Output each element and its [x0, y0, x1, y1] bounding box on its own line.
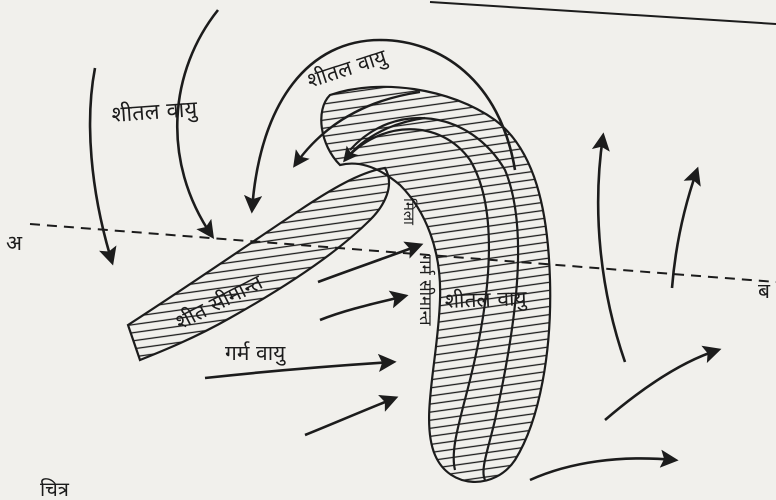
outflow-arrow-1 [598, 136, 625, 362]
outflow-arrow-4 [530, 458, 675, 480]
caption-fragment: चित्र [40, 477, 70, 500]
label-point-a: अ [6, 231, 23, 255]
label-occluded-front: मिला [400, 198, 418, 226]
outflow-arrow-3 [605, 350, 718, 420]
warm-air-arrow-2 [320, 296, 405, 320]
top-border-line [430, 2, 776, 24]
label-cold-air-left: शीतल वायु [111, 96, 200, 128]
label-cold-air-mass: शीतल वायु [444, 286, 528, 314]
cold-air-arrow-1 [90, 68, 112, 262]
outflow-arrow-2 [672, 170, 697, 288]
label-warm-air: गर्म वायु [225, 341, 286, 366]
label-point-b: ब [758, 279, 771, 303]
label-warm-front: गर्म सीमान्त [415, 255, 436, 326]
section-line-a-b [30, 224, 776, 282]
cold-front-band [128, 168, 389, 360]
warm-air-arrow-4 [305, 398, 395, 435]
